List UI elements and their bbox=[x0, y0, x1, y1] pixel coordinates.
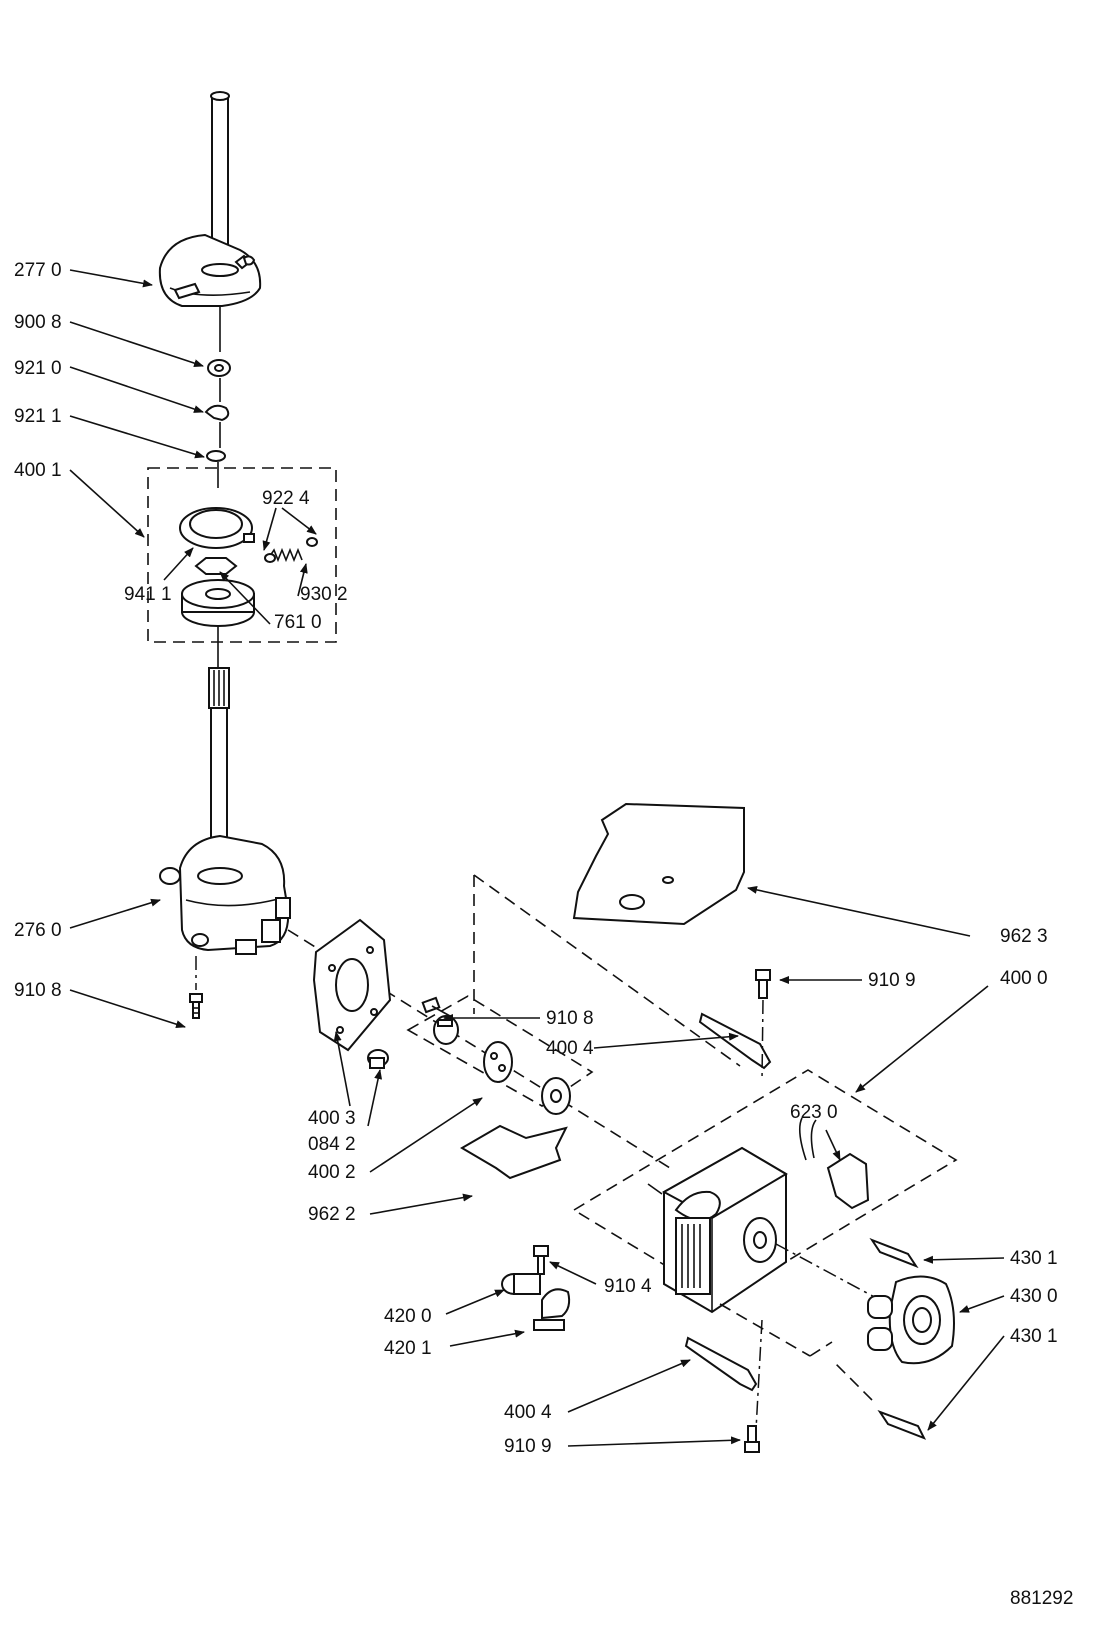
callout-276-0: 276 0 bbox=[14, 920, 62, 941]
clutch-drum bbox=[181, 579, 255, 627]
callout-400-4-top: 400 4 bbox=[546, 1038, 594, 1059]
axis-frame-diagonal bbox=[473, 874, 741, 1067]
drive-motor bbox=[647, 1146, 788, 1314]
bushing-084-2 bbox=[367, 1049, 389, 1069]
motor-assembly-box bbox=[572, 1069, 958, 1301]
callout-910-8-mid: 910 8 bbox=[546, 1008, 594, 1029]
pump-430-0 bbox=[867, 1275, 955, 1365]
callout-761-0: 761 0 bbox=[274, 612, 322, 633]
drawing-number: 881292 bbox=[1010, 1588, 1073, 1609]
callout-922-4: 922 4 bbox=[262, 488, 310, 509]
brake-band bbox=[179, 507, 255, 549]
agitator-shaft-upper bbox=[210, 91, 230, 267]
spring-930-2 bbox=[264, 537, 318, 563]
spline-shaft bbox=[208, 667, 230, 879]
axis-motor-shaft bbox=[775, 1243, 881, 1301]
bracket-400-4-top bbox=[698, 1012, 772, 1070]
leader-lines bbox=[69, 269, 1005, 1447]
screw-910-8-left bbox=[189, 993, 203, 1019]
hub-761-0 bbox=[194, 557, 238, 575]
callout-400-2: 400 2 bbox=[308, 1162, 356, 1183]
bracket-400-4-bottom bbox=[684, 1336, 758, 1392]
mounting-plate-400-3 bbox=[312, 918, 392, 1052]
shield-962-3 bbox=[572, 802, 745, 926]
callout-084-2: 084 2 bbox=[308, 1134, 356, 1155]
coupler-disk bbox=[483, 1041, 513, 1083]
washer-900-8 bbox=[207, 359, 231, 377]
callout-420-1: 420 1 bbox=[384, 1338, 432, 1359]
callout-277-0: 277 0 bbox=[14, 260, 62, 281]
screw-910-4 bbox=[533, 1245, 549, 1275]
motor-coupler bbox=[541, 1077, 571, 1115]
capacitor-strap bbox=[501, 1273, 571, 1331]
callout-910-8-left: 910 8 bbox=[14, 980, 62, 1001]
clip-430-1-bottom bbox=[877, 1410, 927, 1440]
screw-910-9-bottom bbox=[744, 1425, 760, 1453]
callout-910-9-top: 910 9 bbox=[868, 970, 916, 991]
pad-962-2 bbox=[460, 1124, 568, 1180]
callout-400-1: 400 1 bbox=[14, 460, 62, 481]
callout-941-1: 941 1 bbox=[124, 584, 172, 605]
callout-430-1-top: 430 1 bbox=[1010, 1248, 1058, 1269]
callout-921-1: 921 1 bbox=[14, 406, 62, 427]
callout-910-4: 910 4 bbox=[604, 1276, 652, 1297]
callout-930-2: 930 2 bbox=[300, 584, 348, 605]
callout-400-4-bottom: 400 4 bbox=[504, 1402, 552, 1423]
callout-962-3: 962 3 bbox=[1000, 926, 1048, 947]
callout-labels: 277 0 900 8 921 0 921 1 400 1 922 4 941 … bbox=[14, 260, 1073, 1609]
clutch-assembly-box bbox=[147, 467, 337, 643]
callout-910-9-bottom: 910 9 bbox=[504, 1436, 552, 1457]
transmission-gearcase bbox=[159, 834, 291, 955]
callout-400-3: 400 3 bbox=[308, 1108, 356, 1129]
ring-921-1 bbox=[206, 450, 226, 462]
screw-910-8-mid bbox=[421, 996, 451, 1017]
callout-921-0: 921 0 bbox=[14, 358, 62, 379]
callout-623-0: 623 0 bbox=[790, 1102, 838, 1123]
callout-900-8: 900 8 bbox=[14, 312, 62, 333]
clip-921-0 bbox=[204, 404, 230, 422]
screw-910-9-top bbox=[755, 969, 771, 999]
clip-430-1-top bbox=[869, 1237, 919, 1269]
callout-430-1-bottom: 430 1 bbox=[1010, 1326, 1058, 1347]
callout-400-0: 400 0 bbox=[1000, 968, 1048, 989]
motor-thermal-protector bbox=[798, 1117, 870, 1210]
callout-420-0: 420 0 bbox=[384, 1306, 432, 1327]
coupler-hub bbox=[433, 1015, 459, 1045]
callout-962-2: 962 2 bbox=[308, 1204, 356, 1225]
callout-430-0: 430 0 bbox=[1010, 1286, 1058, 1307]
brake-cam-assembly bbox=[158, 233, 262, 307]
